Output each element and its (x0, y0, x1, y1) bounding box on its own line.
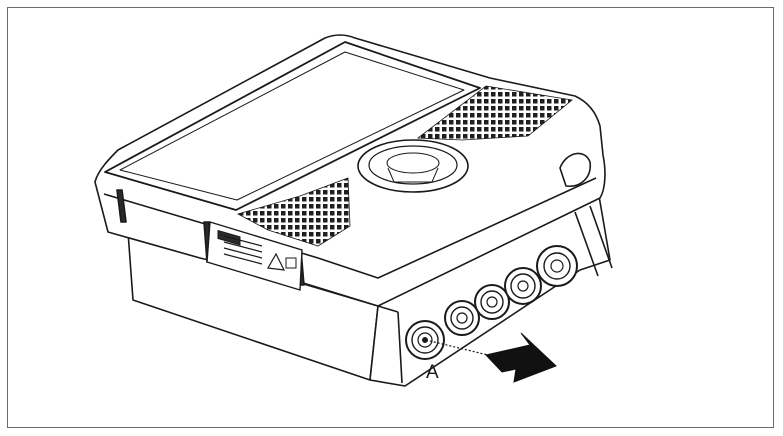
control-knob (357, 139, 469, 193)
vent-grille-left (236, 177, 351, 247)
lid-rim (103, 177, 597, 279)
display-panel-inner (119, 51, 465, 201)
callout: A (425, 332, 557, 383)
display-panel (104, 41, 481, 211)
callout-label-a: A (426, 362, 439, 383)
rating-label (206, 221, 303, 291)
housing (94, 34, 613, 387)
cable-gland-5 (536, 245, 578, 287)
callout-leader (425, 339, 493, 357)
cable-glands (405, 245, 578, 360)
ce-mark (285, 257, 297, 269)
cable-gland-1 (405, 320, 445, 360)
warning-triangle-icon (267, 252, 286, 271)
cable-gland-3 (474, 284, 510, 320)
side-recess (559, 152, 591, 187)
cable-gland-4 (504, 267, 542, 305)
left-slot (116, 189, 127, 223)
insert-arrow-icon (485, 332, 557, 383)
figure-frame (7, 7, 774, 428)
vent-grilles (236, 85, 573, 247)
cable-gland-2 (444, 300, 480, 336)
vent-grille-right (416, 85, 573, 141)
front-seam (377, 305, 403, 384)
right-rib (574, 205, 613, 277)
